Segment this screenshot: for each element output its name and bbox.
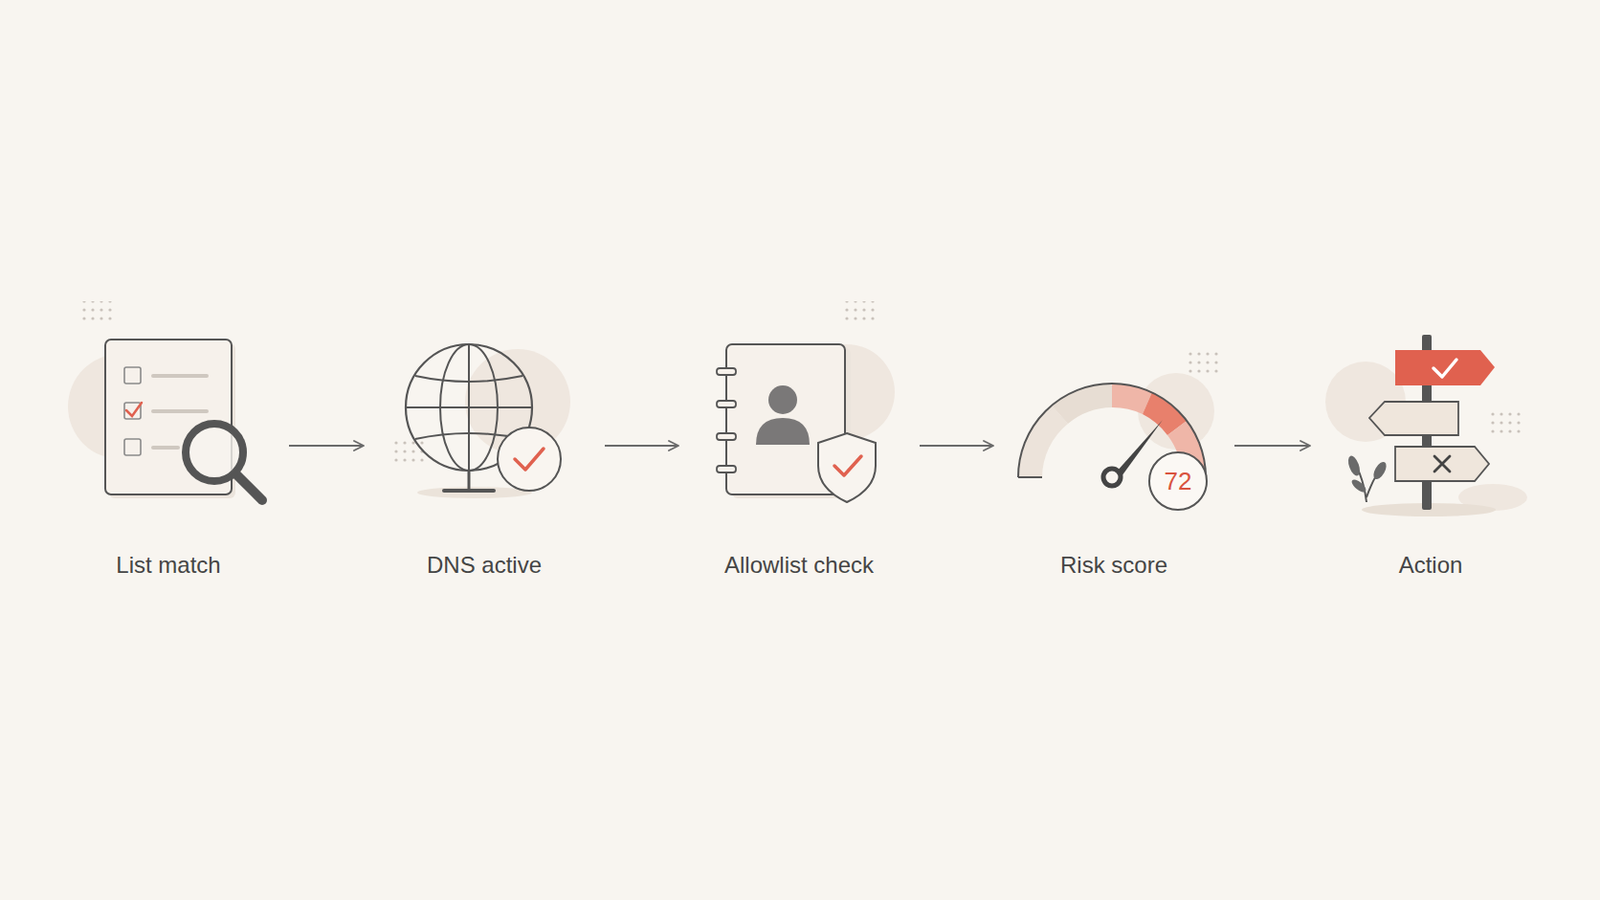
step-icon	[693, 301, 905, 541]
flow-arrow	[604, 444, 679, 447]
step-label: Allowlist check	[693, 552, 905, 579]
flow-arrow	[288, 444, 364, 447]
step-label: Risk score	[1008, 552, 1220, 579]
step-node: Allowlist check	[693, 301, 905, 579]
flow-arrow	[1234, 444, 1311, 447]
step-icon	[1008, 301, 1220, 541]
step-label: DNS active	[378, 552, 590, 579]
step-node: Action	[1325, 301, 1536, 579]
step-icon	[63, 301, 274, 541]
step-icon	[1325, 301, 1536, 541]
step-label: Action	[1325, 552, 1536, 579]
step-node: Risk score	[1008, 301, 1220, 579]
step-icon	[378, 301, 590, 541]
score-number: 72	[1164, 468, 1193, 494]
step-node: List match	[63, 301, 274, 579]
step-node: DNS active	[378, 301, 590, 579]
flow-arrow	[919, 444, 994, 447]
step-label: List match	[63, 552, 274, 579]
